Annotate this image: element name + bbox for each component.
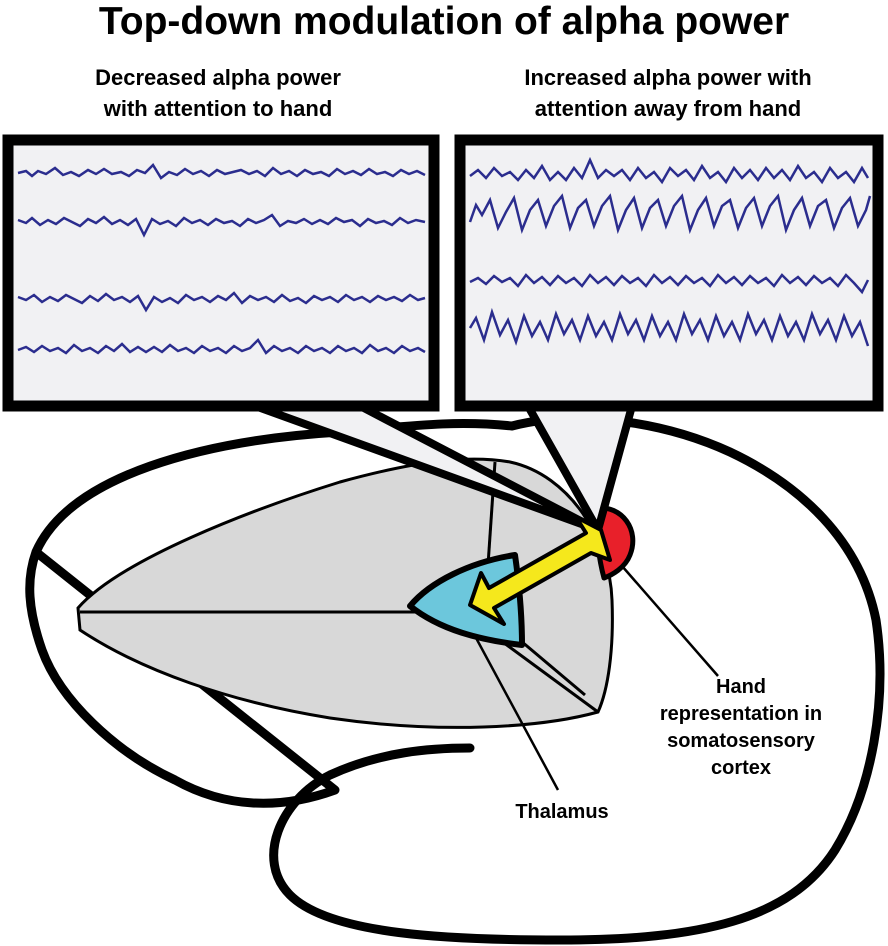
right-eeg-trace-3	[469, 273, 870, 295]
cortical-region	[76, 457, 614, 729]
left-eeg-trace-1	[17, 162, 426, 180]
right-eeg-panel	[454, 134, 884, 412]
right-eeg-trace-4	[468, 307, 870, 347]
hand-leader-line	[621, 565, 719, 677]
left-eeg-panel	[2, 134, 440, 412]
region-line-lower2	[499, 638, 599, 714]
right-panel-caption-line2: attention away from hand	[535, 96, 801, 121]
figure-title: Top-down modulation of alpha power	[99, 0, 789, 43]
left-eeg-trace-4	[17, 337, 426, 355]
region-line-lower1	[514, 634, 586, 697]
left-panel-caption-line1: Decreased alpha power	[95, 65, 341, 90]
thalamus-leader-line	[473, 635, 560, 791]
right-eeg-trace-1	[469, 156, 870, 185]
right-panel-caption-line1: Increased alpha power with	[524, 65, 811, 90]
hand-label-line4: cortex	[711, 757, 771, 779]
bidirectional-arrow	[468, 515, 612, 626]
hand-label-line3: somatosensory	[667, 730, 816, 752]
hand-label-line2: representation in	[660, 703, 822, 725]
left-eeg-trace-3	[17, 291, 426, 313]
thalamus-shape	[407, 552, 525, 648]
left-panel-caption-line2: with attention to hand	[103, 96, 333, 121]
hand-label-line1: Hand	[716, 676, 766, 698]
right-eeg-trace-2	[468, 193, 872, 235]
left-eeg-trace-2	[17, 213, 426, 238]
thalamus-label: Thalamus	[515, 801, 608, 823]
